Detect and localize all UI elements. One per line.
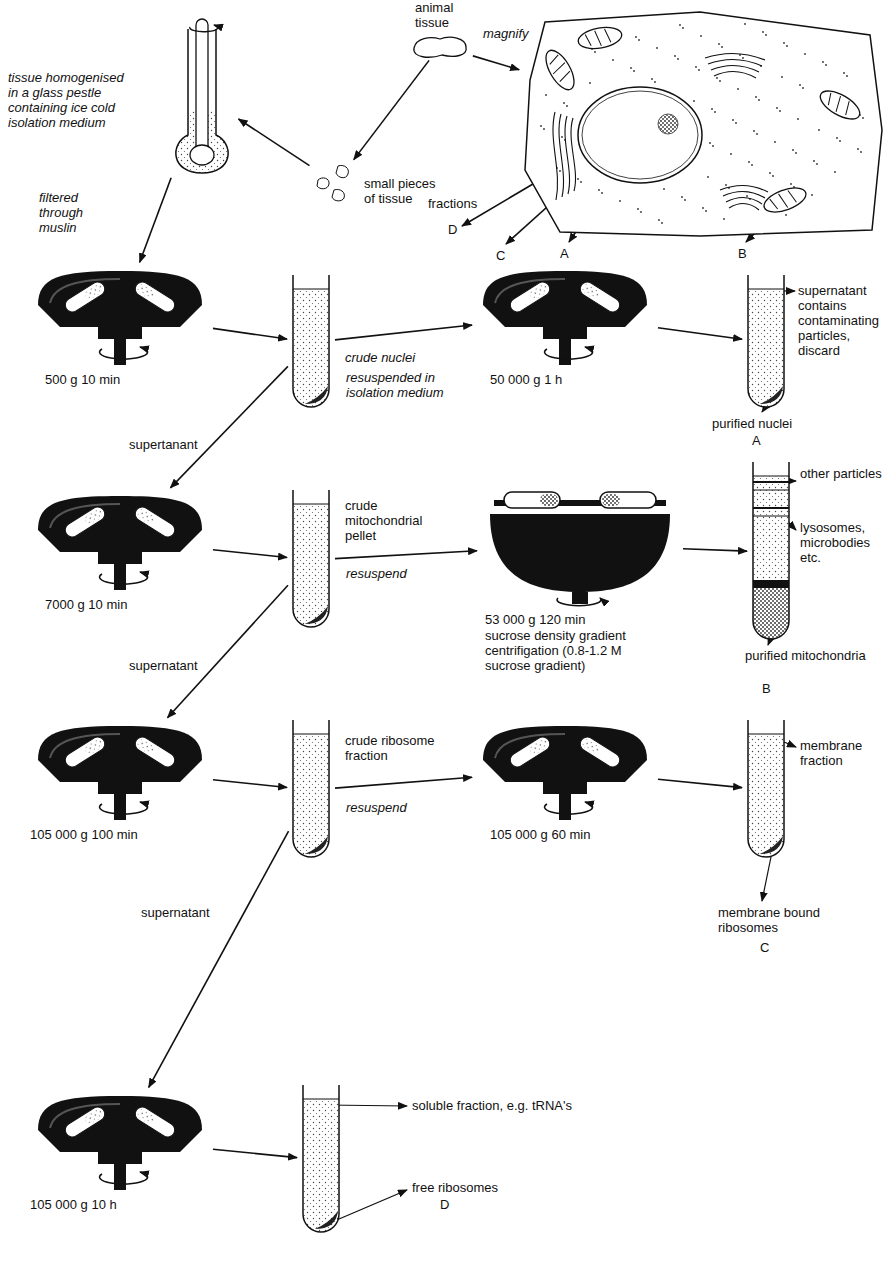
node-label: purified mitochondria bbox=[745, 648, 885, 663]
edge-label: resuspended in isolation medium bbox=[345, 370, 472, 400]
shape-drawing bbox=[475, 265, 655, 365]
edge-label: magnify bbox=[482, 26, 530, 41]
shape-drawing bbox=[480, 480, 680, 610]
node-label: 105 000 g 100 min bbox=[30, 827, 180, 842]
flow-arrow bbox=[683, 549, 747, 551]
edge-label: resuspend bbox=[345, 800, 408, 815]
node-label: purified nuclei bbox=[712, 416, 822, 431]
homogeniser: tissue homogenised in a glass pestle con… bbox=[168, 15, 236, 175]
centrifuge: 500 g 10 min bbox=[30, 265, 210, 365]
shape-drawing bbox=[290, 275, 332, 410]
node-label: membrane bound ribosomes bbox=[718, 905, 843, 935]
node-label: small pieces of tissue bbox=[364, 176, 438, 206]
centrifuge-tube: supernatant contains contaminating parti… bbox=[745, 275, 787, 410]
flow-arrow bbox=[213, 780, 287, 788]
flow-arrow bbox=[167, 585, 287, 717]
shape-drawing bbox=[30, 1090, 210, 1190]
node-label: fractions bbox=[428, 196, 503, 211]
shape-drawing bbox=[30, 265, 210, 365]
shape-drawing bbox=[522, 10, 884, 240]
node-label: animal tissue bbox=[415, 0, 470, 30]
node-label: C bbox=[760, 940, 776, 955]
animal-cell: fractionsDCAB bbox=[522, 10, 884, 240]
node-label: supernatant contains contaminating parti… bbox=[798, 283, 886, 358]
flow-arrow bbox=[213, 1149, 297, 1157]
swing-out-centrifuge: 53 000 g 120 minsucrose density gradient… bbox=[480, 480, 680, 610]
flow-arrow bbox=[170, 366, 287, 487]
shape-drawing bbox=[745, 720, 787, 860]
flow-arrow bbox=[239, 119, 310, 166]
flow-arrow bbox=[473, 56, 519, 70]
flow-arrow bbox=[149, 831, 289, 1087]
centrifuge: 50 000 g 1 h bbox=[475, 265, 655, 365]
node-label: 105 000 g 10 h bbox=[30, 1197, 180, 1212]
flow-arrow bbox=[354, 60, 429, 159]
shape-drawing bbox=[30, 720, 210, 820]
shape-drawing bbox=[30, 490, 210, 590]
node-label: A bbox=[560, 246, 576, 261]
node-label: lysosomes, microbodies etc. bbox=[800, 520, 884, 565]
centrifuge-tube: membrane fractionmembrane bound ribosome… bbox=[745, 720, 787, 860]
node-label: 7000 g 10 min bbox=[45, 597, 185, 612]
flow-arrow bbox=[213, 328, 287, 339]
node-label: A bbox=[752, 433, 768, 448]
gradient-tube: other particleslysosomes, microbodies et… bbox=[750, 462, 792, 642]
shape-drawing bbox=[410, 34, 470, 58]
node-label: 500 g 10 min bbox=[45, 372, 185, 387]
node-label: D bbox=[448, 222, 464, 237]
flow-arrow bbox=[335, 777, 472, 788]
node-label: 105 000 g 60 min bbox=[490, 827, 640, 842]
node-label: 50 000 g 1 h bbox=[490, 372, 630, 387]
node-label: tissue homogenised in a glass pestle con… bbox=[8, 70, 128, 130]
node-label: crude ribosome fraction bbox=[345, 733, 465, 763]
centrifuge: 7000 g 10 min bbox=[30, 490, 210, 590]
flow-arrow bbox=[335, 325, 472, 340]
shape-drawing bbox=[745, 275, 787, 410]
node-label: sucrose density gradient centrifigation … bbox=[485, 628, 663, 673]
edge-label: supertanant bbox=[128, 437, 199, 452]
node-label: 53 000 g 120 min bbox=[485, 612, 665, 627]
flow-arrow bbox=[658, 328, 742, 340]
edge-label: filtered through muslin bbox=[38, 190, 104, 235]
node-label: free ribosomes bbox=[412, 1180, 542, 1195]
flow-arrow bbox=[335, 551, 477, 559]
tissue-sample: animal tissue bbox=[410, 34, 470, 58]
centrifuge: 105 000 g 10 h bbox=[30, 1090, 210, 1190]
flow-arrow bbox=[658, 779, 742, 787]
edge-label: supernatant bbox=[140, 905, 211, 920]
node-label: B bbox=[738, 246, 754, 261]
shape-drawing bbox=[290, 490, 332, 630]
centrifuge-tube: crude ribosome fraction bbox=[290, 720, 332, 860]
edge-label: supernatant bbox=[128, 658, 199, 673]
edge-label: resuspend bbox=[345, 566, 408, 581]
node-label: D bbox=[440, 1197, 456, 1212]
centrifuge-tube: crude nuclei bbox=[290, 275, 332, 410]
shape-drawing bbox=[750, 462, 792, 642]
tissue-pieces: small pieces of tissue bbox=[312, 162, 360, 204]
centrifuge: 105 000 g 100 min bbox=[30, 720, 210, 820]
centrifuge-tube: soluble fraction, e.g. tRNA'sfree riboso… bbox=[300, 1085, 342, 1235]
node-label: other particles bbox=[800, 466, 884, 481]
node-label: C bbox=[496, 248, 512, 263]
shape-drawing bbox=[312, 162, 360, 204]
shape-drawing bbox=[475, 720, 655, 820]
centrifuge-tube: crude mitochondrial pellet bbox=[290, 490, 332, 630]
centrifuge: 105 000 g 60 min bbox=[475, 720, 655, 820]
node-label: crude nuclei bbox=[345, 350, 455, 365]
node-label: membrane fraction bbox=[800, 738, 885, 768]
node-label: B bbox=[762, 681, 778, 696]
flow-arrow bbox=[140, 178, 171, 262]
node-label: soluble fraction, e.g. tRNA's bbox=[412, 1098, 632, 1113]
shape-drawing bbox=[290, 720, 332, 860]
shape-drawing bbox=[300, 1085, 342, 1235]
node-label: crude mitochondrial pellet bbox=[345, 498, 445, 543]
flow-arrow bbox=[213, 550, 287, 558]
shape-drawing bbox=[168, 15, 236, 175]
